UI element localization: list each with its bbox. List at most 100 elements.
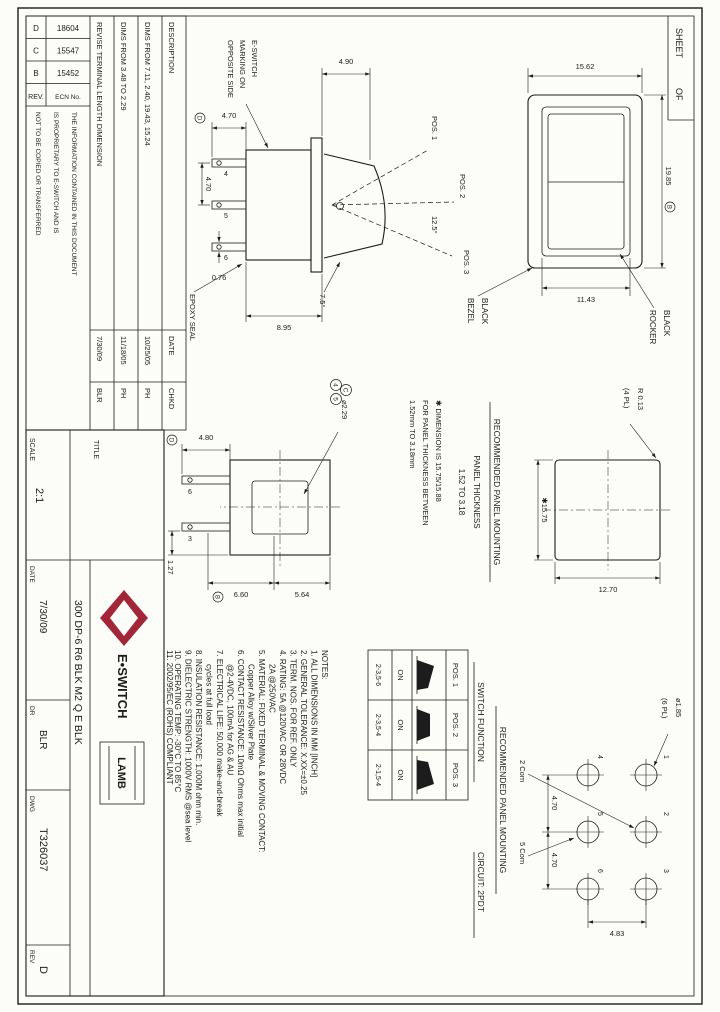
dim-6-60: 6.60 <box>234 590 249 599</box>
brand-name: E•SWITCH <box>115 654 130 719</box>
ecn-b: 15452 <box>57 69 80 78</box>
pcb-holes <box>572 759 662 905</box>
marking-note-2: MARKING ON <box>238 40 247 88</box>
ecn-header: ECN No. <box>55 94 81 101</box>
title-block: TITLE SCALE 2:1 300 DP-6 R6 BLK M2 Q E B… <box>25 429 165 997</box>
dim-cutout-width: ✱15.75 <box>540 497 549 522</box>
angle-12-5: 12.5° <box>430 216 439 234</box>
dim-19-85: 19.85 <box>664 167 673 186</box>
sheet-label: SHEET <box>674 28 684 59</box>
black-bezel-label-1: BLACK <box>480 298 489 325</box>
marking-note-3: OPPOSITE SIDE <box>226 40 235 98</box>
note-ref-5-icon: 5 <box>332 397 339 401</box>
dim-2-29: ⌀2.29 <box>340 400 349 419</box>
pos3-header: POS. 3 <box>451 763 460 787</box>
drawn-by-value: BLR <box>37 730 48 749</box>
pcb-terminal-3: 3 <box>662 869 669 873</box>
star-note-3: 1.52mm TO 3.18mm <box>408 400 417 469</box>
marking-note-1: E-SWITCH <box>250 40 259 77</box>
bottom-view: 6 3 4.80 D 1.27 5.64 6.60 B <box>166 384 352 603</box>
note-7b: cycles at full load <box>205 664 214 725</box>
notes-list: NOTES: 1. ALL DIMENSIONS IN MM [INCH] 2.… <box>165 650 329 852</box>
dwg-number: T326037 <box>37 828 49 871</box>
revision-table: D C B REV. 18604 15547 15452 ECN No. REV… <box>25 15 187 431</box>
pos1-header: POS. 1 <box>451 663 460 687</box>
switch-function-heading: SWITCH FUNCTION <box>476 682 486 762</box>
star-note-1: ✱ DIMENSION IS 15.75/15.88 <box>434 400 443 502</box>
notes-heading: NOTES: <box>320 650 329 680</box>
scale-value: 2:1 <box>33 488 45 503</box>
panel-mounting-heading-2: RECOMMENDED PANEL MOUNTING <box>498 727 508 873</box>
side-view: POS. 1 POS. 2 POS. 3 12.5° 7.5° 8.95 4.9… <box>188 40 471 405</box>
ecn-d: 18604 <box>57 24 80 33</box>
dim-1-27: 1.27 <box>166 560 175 575</box>
rev-flag-b2-icon: B <box>214 595 220 599</box>
on-2: ON <box>396 719 405 730</box>
note-10: 10. OPERATING TEMP: -30°C TO 85°C <box>173 650 182 793</box>
front-view: 19.85 B 15.62 11.43 BLACK ROCKER BLACK B… <box>466 62 676 344</box>
rev-flag-b-icon: B <box>666 205 672 209</box>
pos2-header: POS. 2 <box>451 713 460 737</box>
pos1-label: POS. 1 <box>430 116 439 140</box>
pcb-mounting-view: RECOMMENDED PANEL MOUNTING 1 2 3 4 5 6 <box>495 698 683 938</box>
rev-chkd-c: PH <box>119 388 128 398</box>
note-11: 11. 2002/95/EC (ROHS) COMPLIANT <box>165 650 174 785</box>
dim-4-90: 4.90 <box>339 57 354 66</box>
rev-desc-d: REVISE TERMINAL LENGTH DIMENSION <box>95 22 104 166</box>
switch-function-table: SWITCH FUNCTION CIRCUIT: 2PDT POS. 1 POS… <box>367 649 486 938</box>
date-value: 7/30/09 <box>37 600 48 634</box>
note-4: 4. RATING: 5A @120VAC OR 28VDC <box>278 650 287 784</box>
dr-label: DR <box>28 706 35 716</box>
dim-pin-pitch: 4.70 <box>204 177 213 192</box>
rev-chkd-b: PH <box>143 388 152 398</box>
panel-thickness-label: PANEL THICKNESS <box>472 455 481 528</box>
rev-header: REV. <box>28 94 44 101</box>
pcb-terminal-6: 6 <box>596 869 603 873</box>
circuit-label: CIRCUIT: 2PDT <box>476 852 486 912</box>
black-rocker-label-2: ROCKER <box>648 310 657 344</box>
terminal-4-label: 4 <box>224 171 228 178</box>
dwg-label: DWG <box>28 796 35 812</box>
note-6b: @2-4VDC, 100mA for AG & AU <box>226 664 235 776</box>
bv-terminal-3-label: 3 <box>188 536 192 543</box>
desc-header: DESCRIPTION <box>167 22 176 73</box>
note-2: 2. GENERAL TOLERANCE: X.XX=±0.25 <box>299 650 308 796</box>
scale-label: SCALE <box>28 438 35 461</box>
title-label: TITLE <box>92 440 99 459</box>
black-bezel-label-2: BEZEL <box>466 298 475 324</box>
com-2-label: 2 Com <box>518 760 527 782</box>
rev-letter-d: D <box>33 24 39 33</box>
note-8: 8. INSULATION RESISTANCE: 1,000M ohm min… <box>194 650 203 825</box>
star-note-2: FOR PANEL THICKNESS BETWEEN <box>421 400 430 526</box>
ecn-c: 15547 <box>57 47 80 56</box>
note-ref-4-icon: 4 <box>332 383 339 387</box>
rev-letter-b: B <box>33 69 38 78</box>
note-1: 1. ALL DIMENSIONS IN MM [INCH] <box>310 650 319 777</box>
dim-4-83: 4.83 <box>610 929 625 938</box>
dim-pcb-pitch-2: 4.70 <box>550 853 559 868</box>
date-label: DATE <box>28 566 35 584</box>
dim-cutout-height: 12.70 <box>599 585 618 594</box>
note-6: 6. CONTACT RESISTANCE: 10mΩ Ohms max ini… <box>236 650 245 837</box>
rev-desc-b: DIMS FROM 7.11, 2.40, 19.43, 15.24 <box>143 22 152 146</box>
proprietary-note-1: THE INFORMATION CONTAINED IN THIS DOCUME… <box>70 112 77 276</box>
com-5-label: 5 Com <box>518 842 527 864</box>
conn-2: 2-3,5-4 <box>374 714 381 736</box>
proprietary-note-3: NOT TO BE COPIED OR TRANSFERRED <box>34 112 41 236</box>
dim-corner-radius: R 0.13 <box>636 388 645 410</box>
epoxy-seal-label: EPOXY SEAL <box>188 294 197 341</box>
note-5b: Copper Alloy w/Silver Plate <box>247 664 256 761</box>
note-5: 5. MATERIAL: FIXED TERMINAL & MOVING CON… <box>257 650 266 852</box>
note-4b: 2A @250VAC <box>268 664 277 713</box>
rev-date-b: 10/25/05 <box>143 336 152 365</box>
rev-flag-d-icon: D <box>196 116 202 121</box>
dim-hole-dia: ø1.85 <box>674 698 683 717</box>
sheet-border <box>17 7 703 1005</box>
note-7: 7. ELECTRICAL LIFE: 50,000 make-and-brea… <box>215 650 224 817</box>
dim-hole-qty: (6 PL) <box>660 698 669 719</box>
rev-date-d: 7/30/09 <box>95 336 104 361</box>
note-3: 3. TERM. NOS. FOR REF. ONLY <box>289 650 298 768</box>
dim-pin-length: 4.70 <box>222 111 237 120</box>
